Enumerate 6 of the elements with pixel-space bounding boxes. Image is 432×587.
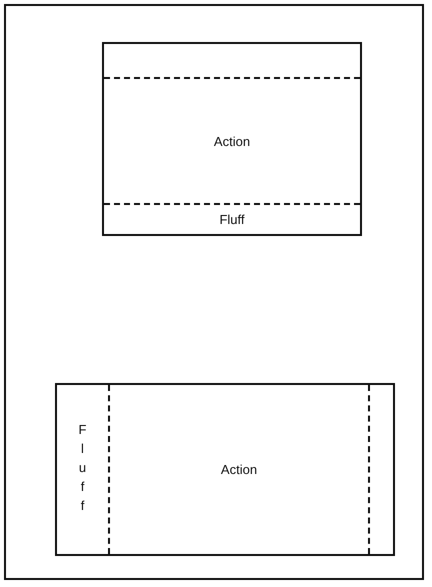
screen-box — [102, 42, 362, 236]
action-area: Action — [110, 385, 370, 554]
screen-box — [55, 383, 395, 556]
fluff-area: Fluff — [104, 205, 360, 234]
action-area: Action — [104, 77, 360, 205]
fluff-area: Fluff — [57, 385, 110, 554]
